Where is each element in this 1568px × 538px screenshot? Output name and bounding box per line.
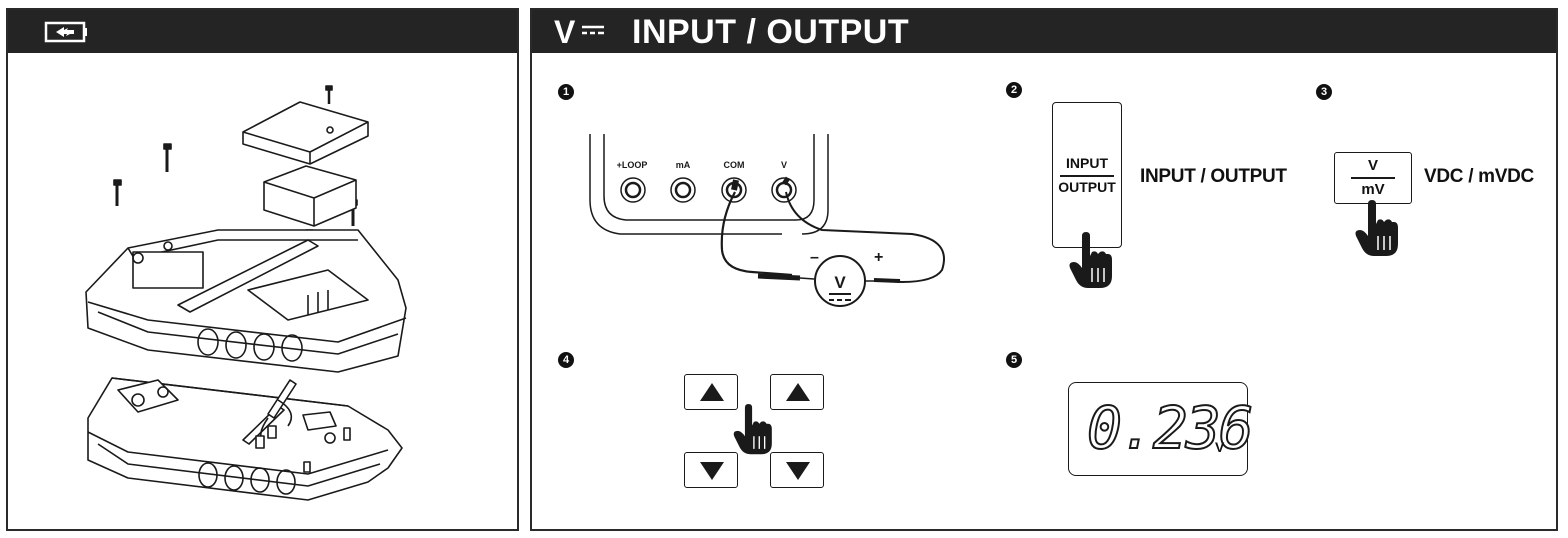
screw-icon [113,179,122,206]
button-divider [1060,175,1114,177]
input-output-button[interactable]: INPUT OUTPUT [1052,102,1122,248]
step-number-1: 1 [558,84,574,100]
input-output-button-top: INPUT [1066,155,1108,171]
voltage-symbol: V [554,14,576,50]
voltmeter-label: V [834,273,846,292]
up-button-left[interactable] [684,374,738,410]
step-number-5: 5 [1006,352,1022,368]
left-panel-header [8,10,517,53]
jack-loop [620,177,646,203]
battery-icon [44,21,87,43]
vdc-mvdc-label: VDC / mVDC [1424,166,1534,187]
jack-label-ma: mA [676,160,691,170]
v-mv-button-bottom: mV [1361,181,1385,198]
step-number-4: 4 [558,352,574,368]
up-arrow-icon [700,383,724,401]
jack-label-v: V [781,160,787,170]
down-arrow-icon [700,462,724,480]
page-title: INPUT / OUTPUT [632,13,910,51]
right-panel-header: V INPUT / OUTPUT [532,10,1556,53]
input-output-panel: V INPUT / OUTPUT 1 2 3 4 5 [530,8,1558,531]
lcd-reading: 0.236 [1086,394,1255,462]
down-button-right[interactable] [770,452,824,488]
down-button-left[interactable] [684,452,738,488]
plus-label: + [874,249,883,266]
jack-label-com: COM [724,160,745,170]
pointer-hand-icon [733,404,772,455]
v-mv-button-top: V [1367,157,1378,174]
pointer-hand-icon [1355,200,1398,256]
v-mv-button[interactable]: V mV [1334,152,1412,204]
wiring-diagram: +LOOP mA COM V – + V [589,134,945,307]
step-number-3: 3 [1316,84,1332,100]
battery-replacement-panel [6,8,519,531]
screw-icon [325,85,333,104]
screw-icon [163,143,172,172]
input-output-label: INPUT / OUTPUT [1140,166,1287,187]
minus-label: – [810,249,819,266]
input-output-button-bottom: OUTPUT [1058,179,1116,195]
pointer-hand-icon [1069,232,1112,288]
jack-label-loop: +LOOP [617,160,648,170]
lcd-unit: V [1215,439,1225,455]
down-arrow-icon [786,462,810,480]
up-arrow-icon [786,383,810,401]
up-button-right[interactable] [770,374,824,410]
battery-exploded-diagram [85,85,407,501]
jack-ma [670,177,696,203]
lcd-display: 0.236 V [1068,382,1255,476]
button-divider [1351,177,1395,179]
dc-symbol-icon [582,25,604,35]
step-number-2: 2 [1006,82,1022,98]
